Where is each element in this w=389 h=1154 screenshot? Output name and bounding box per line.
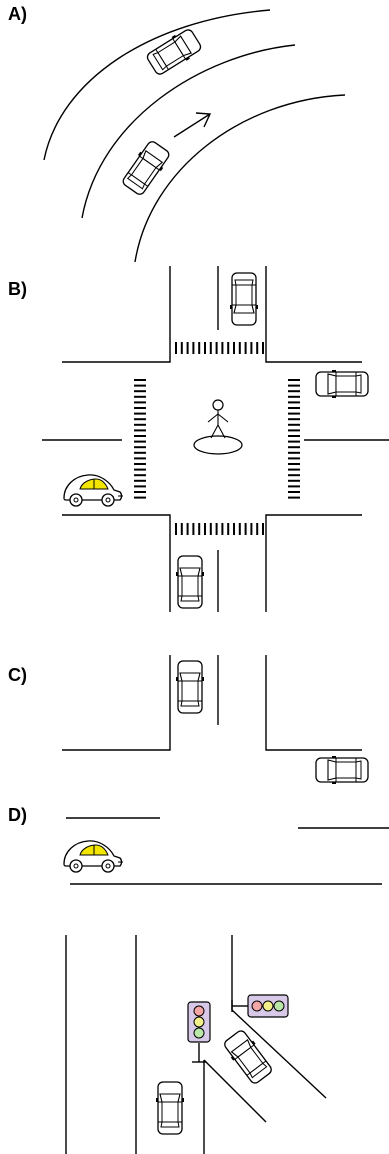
car-icon (175, 555, 205, 609)
car-icon (229, 272, 259, 326)
car-icon (143, 25, 205, 79)
crosswalk (288, 379, 300, 499)
road-edge-outer (43, 9, 271, 161)
car-icon (315, 369, 369, 399)
crosswalk (175, 342, 264, 354)
road-centerline (81, 44, 296, 219)
road-edge (62, 655, 171, 751)
panel-d-traffic-light-junction (65, 935, 327, 1154)
panel-label-b: B) (8, 279, 27, 299)
car-icon (155, 1081, 185, 1135)
panel-label-a: A) (8, 4, 27, 24)
traffic-light-icon (231, 994, 289, 1018)
beetle-car-icon (63, 474, 124, 507)
panel-label-d: D) (8, 805, 27, 825)
pedestrian-icon (193, 399, 243, 455)
road-edge-inner (134, 94, 346, 263)
panel-label-c: C) (8, 665, 27, 685)
arrow-icon (173, 112, 212, 138)
crosswalk (134, 379, 146, 499)
road-edge (231, 1009, 327, 1099)
road-edge (265, 266, 362, 363)
car-icon (315, 755, 369, 785)
car-icon (220, 1027, 276, 1087)
car-icon (118, 138, 174, 198)
road-edge (203, 1059, 267, 1123)
road-edge (62, 266, 171, 363)
traffic-light-icon (187, 1001, 211, 1063)
panel-b-intersection (42, 266, 389, 612)
car-icon (175, 660, 205, 714)
road-edge (265, 514, 362, 612)
beetle-car-icon (63, 840, 124, 873)
panel-c-t-junction (62, 655, 389, 885)
road-edge (265, 655, 362, 751)
crosswalk (175, 523, 264, 535)
panel-a-curved-road (43, 9, 346, 263)
road-edge (62, 514, 171, 612)
